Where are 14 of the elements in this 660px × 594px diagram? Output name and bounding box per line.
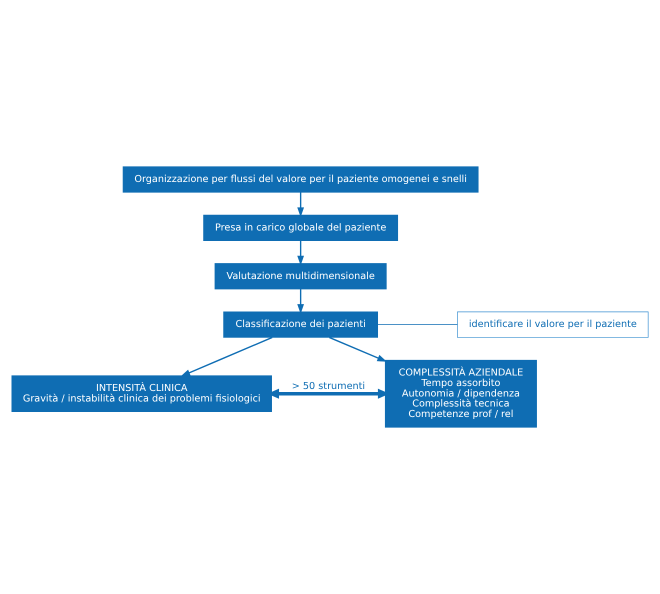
- node-box: COMPLESSITÀ AZIENDALE Tempo assorbito Autonomia / dipendenza Complessità tecnica Competenze prof / rel: [384, 360, 537, 428]
- arrow: [329, 336, 387, 362]
- node-box: identificare il valore per il paziente: [457, 312, 648, 338]
- arrow: [297, 289, 304, 314]
- edge-label: > 50 strumenti: [292, 381, 366, 392]
- node-box: INTENSITÀ CLINICA Gravità / instabilità clinica dei problemi fisiologici: [12, 375, 272, 412]
- node-box: Valutazione multidimensionale: [214, 263, 387, 290]
- node-box: Classificazione dei pazienti: [223, 312, 378, 338]
- arrow: [297, 240, 304, 266]
- arrow: [297, 192, 304, 218]
- node-box: Organizzazione per flussi del valore per il paziente omogenei e snelli: [122, 166, 479, 193]
- arrow: [180, 336, 272, 377]
- node-box: Presa in carico globale del paziente: [203, 214, 398, 242]
- connector: [377, 324, 458, 325]
